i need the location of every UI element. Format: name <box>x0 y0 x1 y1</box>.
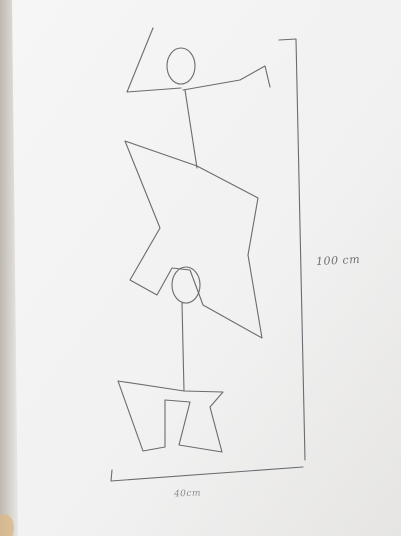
paper-surface <box>8 0 401 536</box>
width-label: 40cm <box>174 489 201 500</box>
height-label: 100 cm <box>316 253 361 268</box>
